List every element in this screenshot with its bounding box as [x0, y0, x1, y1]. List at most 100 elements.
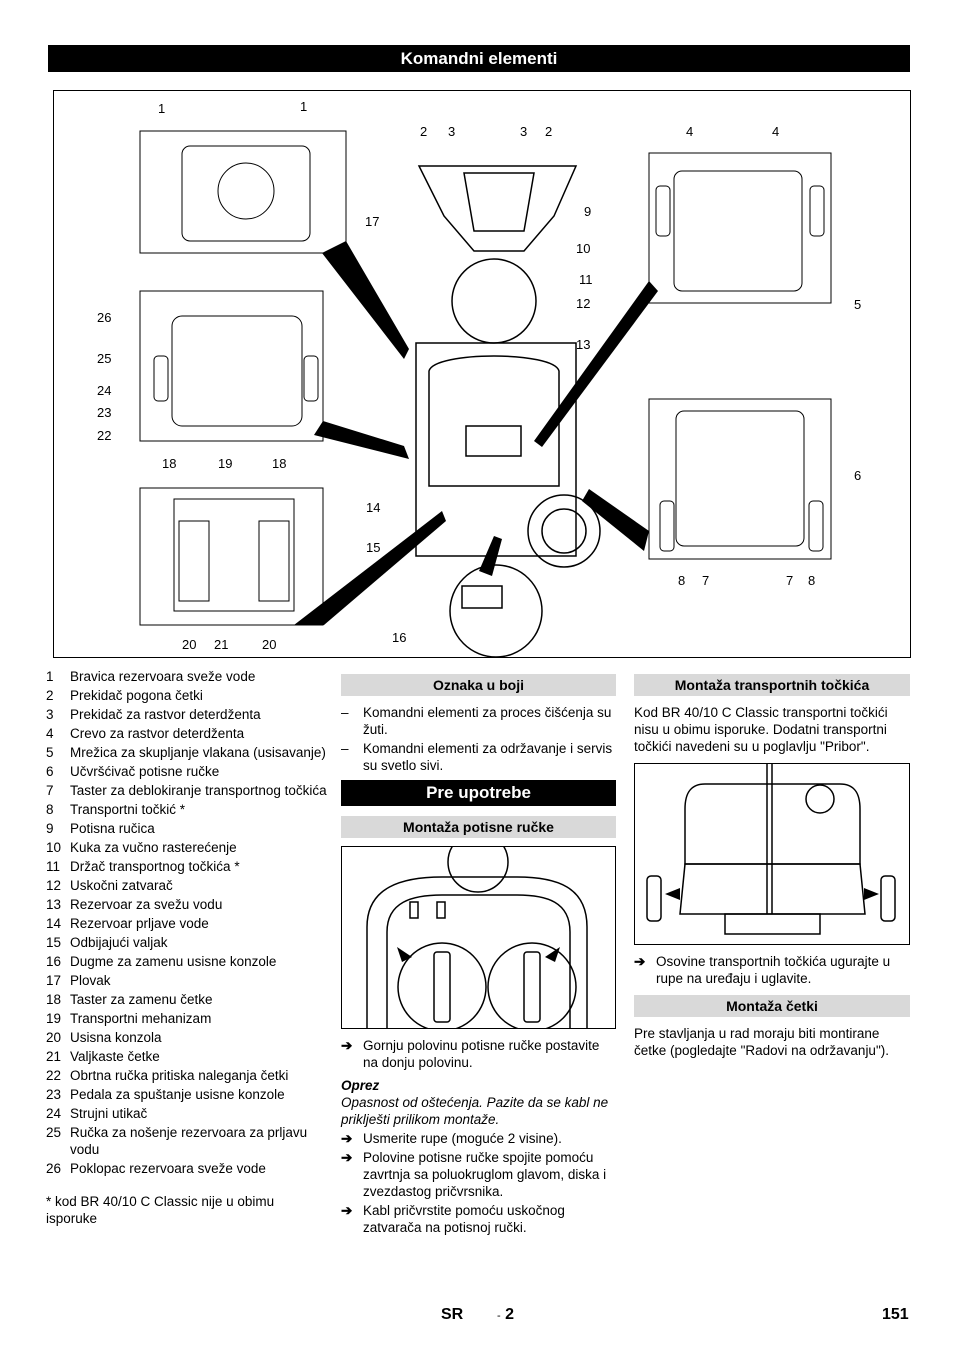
legend-number: 5: [46, 745, 54, 760]
legend-text: Transportni mehanizam: [70, 1011, 212, 1026]
chapter-dash: -: [497, 1310, 501, 1322]
arrow-icon: ➔: [341, 1203, 353, 1218]
svg-text:7: 7: [786, 573, 793, 588]
legend-text: Dugme za zamenu usisne konzole: [70, 954, 277, 969]
right-column: Montaža transportnih točkića Kod BR 40/1…: [634, 674, 910, 1067]
legend-number: 24: [46, 1106, 62, 1121]
legend-text: Držač transportnog točkića *: [70, 859, 240, 874]
legend-text: Poklopac rezervoara sveže vode: [70, 1161, 266, 1176]
svg-text:18: 18: [162, 456, 176, 471]
dash-marker: –: [341, 741, 349, 756]
panel-mid-left: [139, 290, 324, 442]
svg-text:10: 10: [576, 241, 590, 256]
legend-item: 10 Kuka za vučno rasterećenje: [46, 839, 328, 856]
legend-number: 23: [46, 1087, 62, 1102]
svg-text:15: 15: [366, 540, 380, 555]
wheels-heading: Montaža transportnih točkića: [634, 674, 910, 696]
legend-text: Prekidač pogona četki: [70, 688, 203, 703]
caution-text: Opasnost od oštećenja. Pazite da se kabl…: [341, 1095, 609, 1127]
legend-number: 19: [46, 1011, 62, 1026]
color-item: – Komandni elementi za održavanje i serv…: [341, 740, 616, 774]
middle-column: Oznaka u boji – Komandni elementi za pro…: [341, 674, 616, 1238]
svg-text:4: 4: [772, 124, 779, 139]
footnote: * kod BR 40/10 C Classic nije u obimu is…: [46, 1194, 275, 1226]
legend-number: 14: [46, 916, 62, 931]
legend-item: 18 Taster za zamenu četke: [46, 991, 328, 1008]
legend-number: 7: [46, 783, 54, 798]
panel-top-left: [139, 130, 347, 254]
wheels-text: Kod BR 40/10 C Classic transportni točki…: [634, 705, 888, 754]
color-item-text: Komandni elementi za održavanje i servis…: [363, 741, 613, 773]
step-item: ➔ Usmerite rupe (moguće 2 visine).: [341, 1130, 616, 1147]
legend-text: Taster za deblokiranje transportnog točk…: [70, 783, 327, 798]
legend-text: Crevo za rastvor deterdženta: [70, 726, 245, 741]
legend-number: 18: [46, 992, 62, 1007]
brushes-text: Pre stavljanja u rad moraju biti montira…: [634, 1026, 889, 1058]
arrow-icon: ➔: [341, 1150, 353, 1165]
svg-text:18: 18: [272, 456, 286, 471]
legend-number: 26: [46, 1161, 62, 1176]
legend-item: 4 Crevo za rastvor deterdženta: [46, 725, 328, 742]
step-item: ➔ Gornju polovinu potisne ručke postavit…: [341, 1037, 616, 1071]
svg-text:22: 22: [97, 428, 111, 443]
legend-number: 9: [46, 821, 54, 836]
color-heading: Oznaka u boji: [341, 674, 616, 696]
chapter-number: 2: [505, 1306, 515, 1323]
legend-text: Kuka za vučno rasterećenje: [70, 840, 237, 855]
handle-illustration: [341, 846, 616, 1029]
legend-text: Rezervoar prljave vode: [70, 916, 209, 931]
legend-item: 19 Transportni mehanizam: [46, 1010, 328, 1027]
legend-number: 21: [46, 1049, 62, 1064]
legend-number: 12: [46, 878, 62, 893]
svg-text:7: 7: [702, 573, 709, 588]
svg-text:11: 11: [579, 272, 593, 287]
svg-text:16: 16: [392, 630, 406, 645]
legend-text: Rezervoar za svežu vodu: [70, 897, 223, 912]
arrow-icon: ➔: [341, 1131, 353, 1146]
svg-text:20: 20: [182, 637, 196, 652]
legend-number: 11: [46, 859, 61, 874]
legend-number: 3: [46, 707, 54, 722]
svg-text:13: 13: [576, 337, 590, 352]
legend-item: 6 Učvršćivač potisne ručke: [46, 763, 328, 780]
legend-item: 14 Rezervoar prljave vode: [46, 915, 328, 932]
legend-number: 10: [46, 840, 62, 855]
legend-number: 6: [46, 764, 54, 779]
legend-number: 22: [46, 1068, 62, 1083]
section-heading: Pre upotrebe: [341, 780, 616, 806]
panel-top-right: [648, 152, 832, 304]
legend-number: 4: [46, 726, 54, 741]
legend-text: Učvršćivač potisne ručke: [70, 764, 220, 779]
chapter-page: - 2: [497, 1306, 514, 1324]
handle-heading: Montaža potisne ručke: [341, 816, 616, 838]
legend-text: Taster za zamenu četke: [70, 992, 213, 1007]
legend-number: 17: [46, 973, 62, 988]
caution-label: Oprez: [341, 1078, 380, 1093]
step-text: Polovine potisne ručke spojite pomoću za…: [363, 1150, 607, 1199]
legend-text: Valjkaste četke: [70, 1049, 160, 1064]
legend-text: Plovak: [70, 973, 111, 988]
legend-number: 15: [46, 935, 62, 950]
svg-text:1: 1: [300, 99, 307, 114]
legend-item: 13 Rezervoar za svežu vodu: [46, 896, 328, 913]
page-footer: SR - 2 151: [0, 1306, 954, 1330]
legend-item: 7 Taster za deblokiranje transportnog toč…: [46, 782, 328, 799]
section-title: Komandni elementi: [48, 45, 910, 72]
svg-text:1: 1: [158, 101, 165, 116]
svg-text:6: 6: [854, 468, 861, 483]
legend-text: Usisna konzola: [70, 1030, 162, 1045]
legend-item: 17 Plovak: [46, 972, 328, 989]
legend-number: 13: [46, 897, 62, 912]
svg-text:2: 2: [545, 124, 552, 139]
step-text: Kabl pričvrstite pomoću uskočnog zatvara…: [363, 1203, 565, 1235]
svg-text:12: 12: [576, 296, 590, 311]
